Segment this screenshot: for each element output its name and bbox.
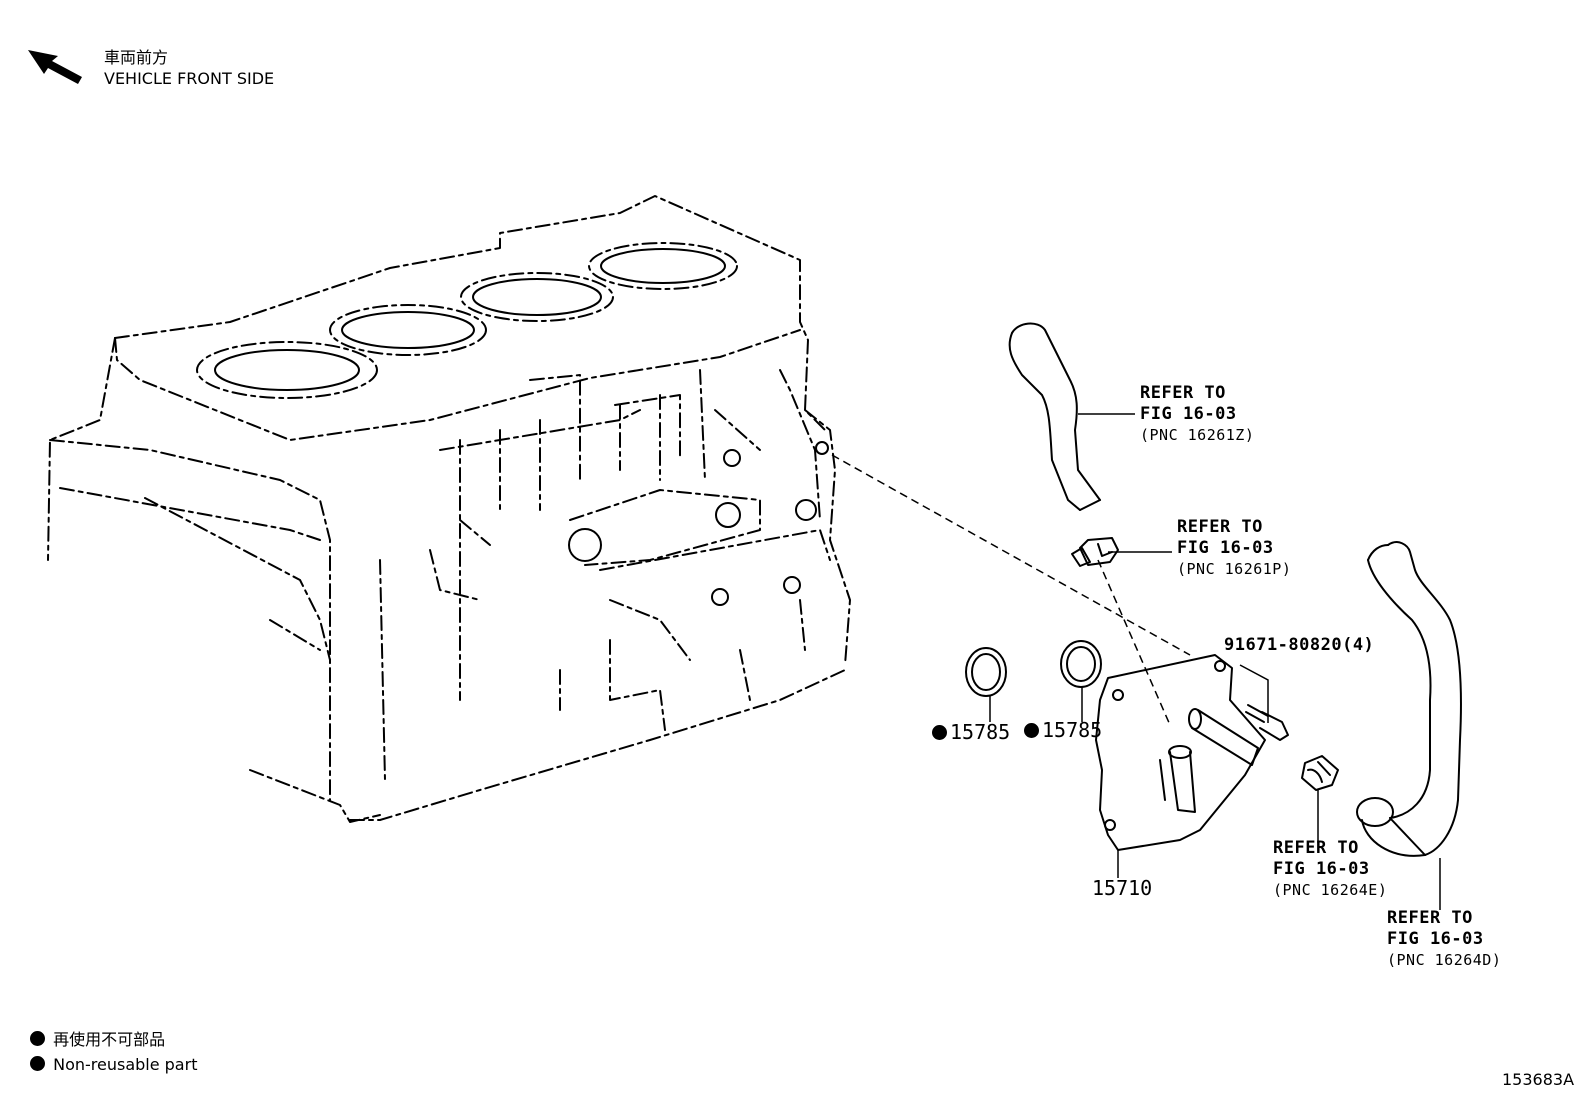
reference-refer-to: REFER TO — [1140, 383, 1226, 403]
vehicle-front-arrow-icon — [28, 50, 82, 84]
reference-refer-to: REFER TO — [1273, 838, 1359, 858]
hose-clip — [1071, 537, 1119, 567]
upper-hose — [1008, 322, 1101, 511]
legend-text-en: Non-reusable part — [53, 1055, 198, 1074]
alignment-line — [831, 454, 1191, 656]
reference-callout[interactable]: REFER TO FIG 16-03 (PNC 16264D) — [1387, 908, 1501, 969]
reference-figure: FIG 16-03 — [1387, 929, 1484, 950]
illustration-id: 153683A — [1502, 1070, 1575, 1089]
small-hose-clip — [1301, 755, 1339, 791]
non-reusable-marker-icon — [30, 1031, 45, 1046]
part-number-oil-cooler[interactable]: 15710 — [1092, 876, 1153, 900]
alignment-line — [1097, 559, 1171, 726]
reference-pnc: (PNC 16261Z) — [1140, 425, 1255, 444]
orientation-label-en: VEHICLE FRONT SIDE — [104, 69, 275, 88]
bolt — [1245, 704, 1289, 741]
reference-figure: FIG 16-03 — [1177, 538, 1274, 559]
part-number-o-ring[interactable]: 15785 — [1024, 720, 1102, 740]
o-ring — [1060, 640, 1102, 688]
orientation-label-jp: 車両前方 — [104, 48, 169, 67]
lower-hose — [1356, 541, 1462, 857]
non-reusable-marker-icon — [932, 725, 947, 740]
reference-figure: FIG 16-03 — [1273, 859, 1370, 880]
reference-pnc: (PNC 16264D) — [1387, 950, 1502, 969]
reference-callout[interactable]: REFER TO FIG 16-03 (PNC 16261P) — [1177, 517, 1291, 578]
leader-lines — [989, 413, 1441, 910]
reference-pnc: (PNC 16261P) — [1177, 559, 1292, 578]
legend-jp: 再使用不可部品 — [30, 1031, 165, 1048]
non-reusable-marker-icon — [1024, 723, 1039, 738]
oil-cooler-assembly — [1095, 654, 1266, 851]
reference-refer-to: REFER TO — [1177, 517, 1263, 537]
part-number-text: 15785 — [950, 720, 1011, 744]
o-ring — [965, 647, 1007, 697]
legend-text-jp: 再使用不可部品 — [53, 1030, 166, 1049]
reference-refer-to: REFER TO — [1387, 908, 1473, 928]
part-number-bolt[interactable]: 91671-80820(4) — [1224, 635, 1375, 655]
part-number-o-ring[interactable]: 15785 — [932, 722, 1010, 742]
reference-callout[interactable]: REFER TO FIG 16-03 (PNC 16264E) — [1273, 838, 1387, 899]
reference-pnc: (PNC 16264E) — [1273, 880, 1388, 899]
part-number-text: 15785 — [1042, 718, 1103, 742]
engine-block-phantom — [47, 195, 851, 823]
non-reusable-marker-icon — [30, 1056, 45, 1071]
reference-callout[interactable]: REFER TO FIG 16-03 (PNC 16261Z) — [1140, 383, 1254, 444]
reference-figure: FIG 16-03 — [1140, 404, 1237, 425]
legend-en: Non-reusable part — [30, 1056, 197, 1073]
